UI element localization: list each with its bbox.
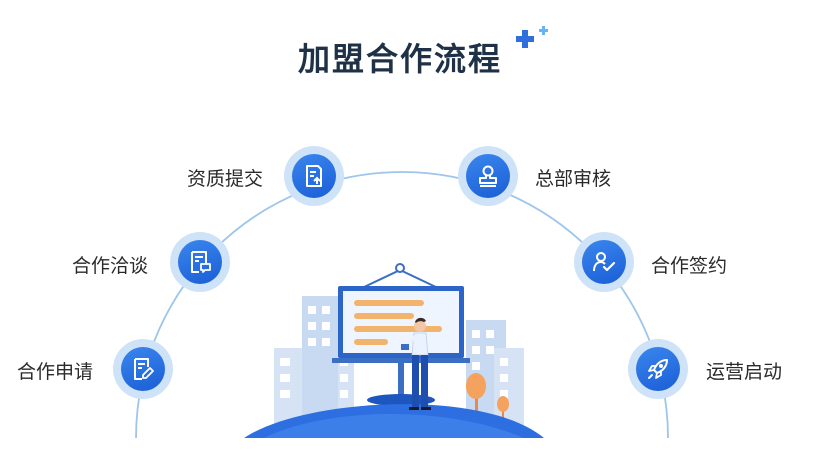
step-node-hq-review[interactable] [458,146,518,206]
form-edit-icon [134,358,154,380]
step-node-launch[interactable] [628,339,688,399]
step-label-negotiation: 合作洽谈 [72,255,149,277]
chat-document-icon [191,251,211,273]
step-label-signing: 合作签约 [651,255,728,277]
stamp-icon [479,165,497,187]
document-upload-icon [306,165,322,187]
step-node-negotiation[interactable] [170,232,230,292]
step-node-qualification[interactable] [284,146,344,206]
plus-decoration-icon [516,26,548,48]
step-label-application: 合作申请 [17,361,94,383]
step-node-application[interactable] [113,339,173,399]
business-illustration [244,263,544,438]
step-node-signing[interactable] [574,232,634,292]
step-label-hq-review: 总部审核 [535,168,612,190]
handshake-check-icon [593,252,616,272]
step-label-qualification: 资质提交 [187,168,264,190]
page-title: 加盟合作流程 [297,40,502,78]
step-label-launch: 运营启动 [706,361,783,383]
rocket-icon [648,359,668,379]
